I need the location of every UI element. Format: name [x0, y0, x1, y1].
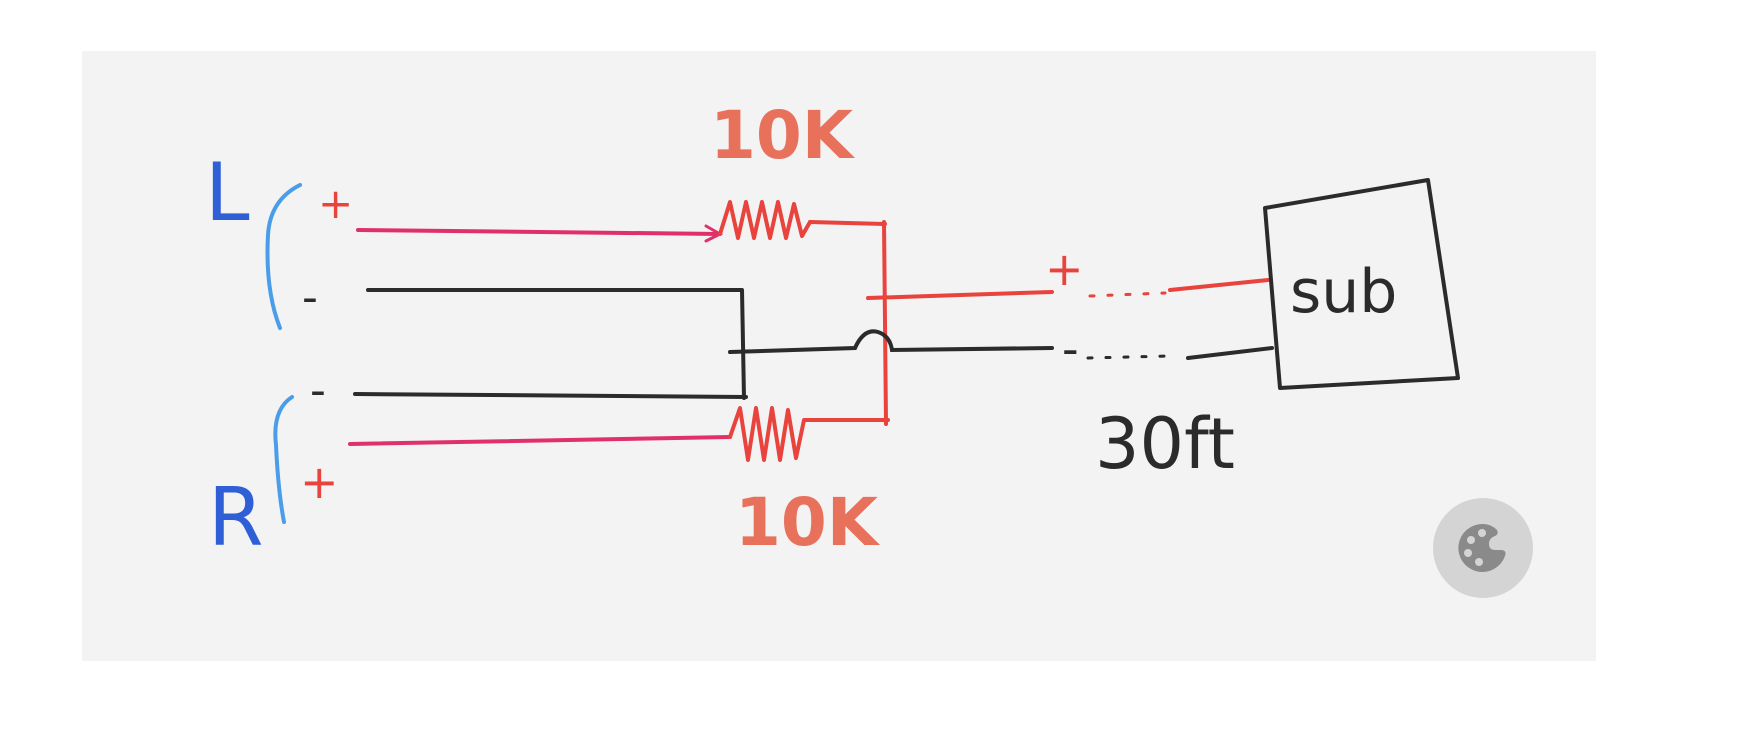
palette-icon — [1458, 523, 1506, 572]
output-positive-dashed — [1088, 291, 1167, 298]
bottom-resistor — [728, 406, 814, 462]
palette-button[interactable] — [1433, 498, 1533, 598]
cable-length-label: 30ft — [1095, 403, 1235, 485]
bottom-resistor-label: 10K — [735, 484, 881, 561]
left-minus-sign: - — [302, 272, 318, 323]
left-positive-wire — [356, 228, 722, 236]
sub-box — [1263, 178, 1460, 390]
top-resistor-lead — [808, 220, 887, 226]
right-bracket — [273, 395, 294, 524]
sub-negative-wire — [1186, 346, 1274, 360]
right-plus-sign: + — [300, 455, 339, 509]
sketch-canvas — [82, 51, 1596, 661]
top-resistor-label: 10K — [710, 97, 856, 174]
top-resistor — [718, 200, 812, 240]
right-negative-wire — [353, 392, 748, 399]
left-channel-label: L — [205, 146, 250, 239]
left-plus-sign: + — [318, 179, 353, 228]
left-negative-wire — [366, 288, 746, 400]
right-channel-label: R — [208, 471, 264, 564]
sub-positive-wire — [1168, 278, 1270, 292]
negative-bus-wire — [728, 329, 1054, 354]
output-positive-wire — [866, 290, 1054, 300]
left-bracket — [265, 183, 302, 330]
output-plus-sign: + — [1045, 242, 1084, 296]
output-negative-dashed — [1086, 354, 1172, 360]
positive-junction — [882, 220, 888, 426]
right-positive-wire — [348, 435, 732, 446]
sub-box-label: sub — [1290, 257, 1397, 327]
right-minus-sign: - — [310, 365, 326, 416]
output-minus-sign: - — [1062, 322, 1079, 376]
